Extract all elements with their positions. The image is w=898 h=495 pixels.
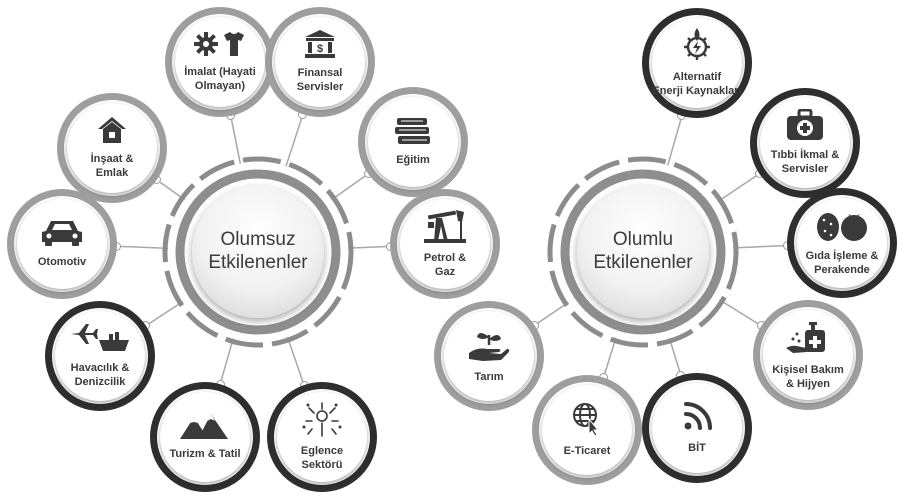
sector-label-havacilik: Havacılık & Denizcilik — [70, 362, 130, 388]
connector-egitim — [330, 173, 369, 201]
sector-node-egitim: Eğitim — [358, 87, 468, 197]
medkit-icon — [786, 108, 824, 146]
sector-node-bit: BİT — [642, 373, 752, 483]
connector-finansal — [285, 114, 304, 167]
plane-ship-icon — [69, 322, 131, 359]
sector-label-alternatif: Alternatif Enerji Kaynakları — [652, 71, 742, 97]
sector-node-body: $ Finansal Servisler — [275, 17, 365, 107]
energy-gear-icon — [680, 27, 714, 68]
mountains-icon — [180, 412, 230, 445]
connector-alternatif — [667, 115, 683, 166]
sector-label-tarim: Tarım — [474, 371, 504, 384]
sector-label-bit: BİT — [688, 442, 706, 455]
sector-node-body: Eğitim — [368, 97, 458, 187]
sector-node-kisisel: Kişisel Bakım & Hijyen — [753, 300, 863, 410]
bank-icon: $ — [303, 29, 337, 64]
sector-node-body: BİT — [652, 383, 742, 473]
connector-eglence — [286, 336, 305, 386]
car-icon — [40, 218, 84, 253]
sector-label-eglence: Eglence Sektörü — [300, 445, 344, 471]
connector-otomotiv — [116, 245, 169, 250]
house-icon — [97, 115, 127, 150]
globe-click-icon — [569, 401, 605, 442]
fireworks-icon — [302, 401, 342, 442]
sector-node-body: E-Ticaret — [542, 385, 632, 475]
sector-label-kisisel: Kişisel Bakım & Hijyen — [772, 364, 844, 390]
sector-label-eticaret: E-Ticaret — [563, 445, 611, 458]
sector-node-eglence: Eglence Sektörü — [267, 382, 377, 492]
positive-hub-core: Olumlu Etkilenenler — [577, 186, 709, 318]
connector-imalat — [230, 115, 242, 164]
sector-node-body: Alternatif Enerji Kaynakları — [652, 18, 742, 108]
hand-sprout-icon — [467, 327, 511, 368]
sector-label-turizm: Turizm & Tatil — [169, 448, 241, 461]
sector-node-tibbi: Tıbbi İkmal & Servisler — [750, 88, 860, 198]
connector-eticaret — [602, 337, 617, 378]
connector-tibbi — [717, 173, 760, 203]
negative-hub-core: Olumsuz Etkilenenler — [192, 186, 324, 318]
connector-kisisel — [718, 299, 762, 327]
sector-node-body: Havacılık & Denizcilik — [55, 311, 145, 401]
sector-node-body: İmalat (Hayati Olmayan) — [175, 17, 265, 107]
connector-turizm — [219, 338, 234, 385]
sector-node-tarim: Tarım — [434, 301, 544, 411]
sector-label-finansal: Finansal Servisler — [296, 67, 344, 93]
books-icon — [393, 116, 433, 151]
sector-node-otomotiv: Otomotiv — [7, 189, 117, 299]
sector-node-body: Tıbbi İkmal & Servisler — [760, 98, 850, 188]
sector-node-body: Petrol & Gaz — [400, 199, 490, 289]
sector-label-otomotiv: Otomotiv — [37, 256, 87, 269]
sector-node-turizm: Turizm & Tatil — [150, 382, 260, 492]
connector-gida — [732, 244, 788, 249]
sector-label-insaat: İnşaat & Emlak — [90, 153, 134, 179]
oil-pump-icon — [422, 208, 468, 249]
svg-text:$: $ — [317, 43, 323, 55]
connector-insaat — [156, 179, 186, 201]
positive-hub: Olumlu Etkilenenler — [545, 154, 741, 350]
sector-node-body: Gıda İşleme & Perakende — [797, 198, 887, 288]
negative-hub: Olumsuz Etkilenenler — [160, 154, 356, 350]
sector-node-imalat: İmalat (Hayati Olmayan) — [165, 7, 275, 117]
sector-node-body: Otomotiv — [17, 199, 107, 289]
sector-label-petrol: Petrol & Gaz — [423, 252, 467, 278]
sanitizer-icon — [785, 318, 831, 361]
gear-shirt-icon — [194, 30, 246, 63]
sector-node-body: Tarım — [444, 311, 534, 401]
sector-node-finansal: $ Finansal Servisler — [265, 7, 375, 117]
negative-hub-title: Olumsuz Etkilenenler — [208, 229, 308, 273]
wifi-icon — [680, 400, 714, 439]
sector-node-insaat: İnşaat & Emlak — [57, 93, 167, 203]
sector-node-gida: Gıda İşleme & Perakende — [787, 188, 897, 298]
connector-havacilik — [145, 300, 184, 327]
connector-bit — [668, 337, 682, 376]
connector-tarim — [534, 301, 569, 326]
sector-label-gida: Gıda İşleme & Perakende — [805, 250, 879, 276]
sector-label-tibbi: Tıbbi İkmal & Servisler — [770, 149, 840, 175]
sector-label-imalat: İmalat (Hayati Olmayan) — [184, 66, 256, 92]
sector-node-eticaret: E-Ticaret — [532, 375, 642, 485]
sector-node-petrol: Petrol & Gaz — [390, 189, 500, 299]
positive-hub-title: Olumlu Etkilenenler — [593, 229, 693, 273]
sector-node-body: Eglence Sektörü — [277, 392, 367, 482]
sector-node-havacilik: Havacılık & Denizcilik — [45, 301, 155, 411]
sector-node-body: Kişisel Bakım & Hijyen — [763, 310, 853, 400]
sector-label-egitim: Eğitim — [396, 154, 430, 167]
sector-node-body: İnşaat & Emlak — [67, 103, 157, 193]
sector-node-alternatif: Alternatif Enerji Kaynakları — [642, 8, 752, 118]
sector-node-body: Turizm & Tatil — [160, 392, 250, 482]
vegetables-icon — [814, 208, 870, 247]
connector-petrol — [347, 245, 391, 249]
